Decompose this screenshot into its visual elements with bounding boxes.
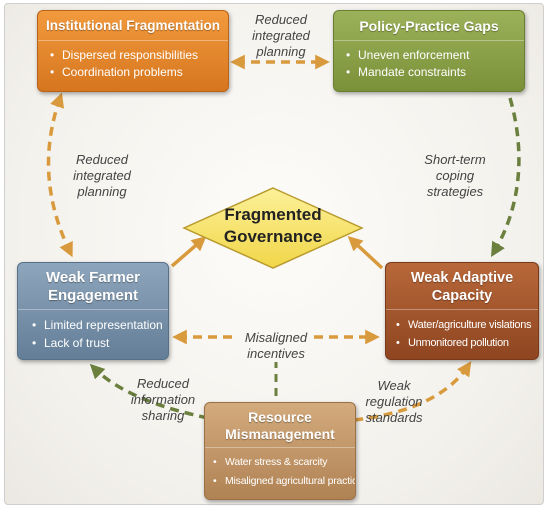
label-line: planning	[256, 44, 306, 59]
weak-adaptive-capacity-box: Weak Adaptive Capacity Water/agriculture…	[385, 262, 539, 360]
box-title: Weak Farmer Engagement	[18, 263, 168, 310]
label-line: Reduced	[136, 376, 190, 391]
label-line: Short-term	[424, 152, 486, 167]
box-item-list: Water stress & scarcity Misaligned agric…	[205, 448, 355, 491]
label-top-connector: Reduced integrated planning	[236, 12, 326, 60]
label-line: incentives	[247, 346, 305, 361]
list-item: Limited representation	[32, 316, 168, 334]
box-title: Institutional Fragmentation	[38, 11, 228, 41]
weak-farmer-engagement-box: Weak Farmer Engagement Limited represent…	[17, 262, 169, 360]
list-item: Unmonitored pollution	[396, 334, 538, 352]
label-line: Misaligned	[244, 330, 308, 345]
label-left-connector: Reduced integrated planning	[62, 152, 142, 200]
arrow-farmer-center	[170, 236, 207, 268]
arrow-resource-farmer	[89, 363, 209, 420]
label-line: integrated	[252, 28, 310, 43]
title-line: Weak Farmer	[46, 269, 140, 286]
arrow-resource-adaptive	[353, 361, 472, 422]
label-line: Reduced	[75, 152, 129, 167]
list-item: Lack of trust	[32, 334, 168, 352]
list-item: Coordination problems	[50, 64, 228, 81]
label-bottom-right-connector: Weak regulation standards	[346, 378, 442, 426]
box-item-list: Uneven enforcement Mandate constraints	[334, 41, 524, 81]
institutional-fragmentation-box: Institutional Fragmentation Dispersed re…	[37, 10, 229, 92]
box-title: Weak Adaptive Capacity	[386, 263, 538, 310]
label-line: coping	[435, 168, 475, 183]
list-item: Mandate constraints	[346, 64, 524, 81]
list-item: Dispersed responsibilities	[50, 47, 228, 64]
list-item: Water/agriculture vislations	[396, 316, 538, 334]
title-line: Weak Adaptive	[410, 270, 514, 286]
list-item: Misaligned agricultural practices	[213, 472, 355, 491]
list-item: Uneven enforcement	[346, 47, 524, 64]
fragmented-governance-node: Fragmented Governance	[182, 186, 364, 270]
label-line: sharing	[141, 408, 185, 423]
center-title: Fragmented Governance	[182, 204, 364, 248]
diamond-shape	[182, 187, 364, 269]
arrow-institutional-farmer	[46, 92, 73, 258]
label-line: Weak	[377, 378, 411, 393]
policy-practice-gaps-box: Policy-Practice Gaps Uneven enforcement …	[333, 10, 525, 92]
title-line: Capacity	[431, 288, 493, 304]
label-line: strategies	[426, 184, 484, 199]
label-middle-connector: Misaligned incentives	[230, 330, 322, 362]
label-line: regulation	[365, 394, 423, 409]
box-title: Policy-Practice Gaps	[334, 11, 524, 41]
label-line: information	[130, 392, 196, 407]
title-line: Engagement	[47, 287, 138, 304]
label-line: integrated	[73, 168, 131, 183]
title-line: Fragmented	[224, 205, 322, 224]
resource-mismanagement-box: Resource Mismanagement Water stress & sc…	[204, 402, 356, 500]
title-line: Governance	[223, 227, 323, 246]
box-item-list: Limited representation Lack of trust	[18, 310, 168, 352]
box-item-list: Water/agriculture vislations Unmonitored…	[386, 310, 538, 352]
arrow-adaptive-center	[347, 235, 384, 270]
label-bottom-left-connector: Reduced information sharing	[120, 376, 206, 424]
label-line: Reduced	[254, 12, 308, 27]
box-title: Resource Mismanagement	[205, 403, 355, 448]
label-line: standards	[365, 410, 423, 425]
list-item: Water stress & scarcity	[213, 453, 355, 472]
title-line: Resource	[248, 409, 312, 425]
arrow-policy-adaptive	[490, 97, 521, 258]
label-line: planning	[77, 184, 127, 199]
title-line: Mismanagement	[225, 426, 335, 442]
label-right-connector: Short-term coping strategies	[410, 152, 500, 200]
box-item-list: Dispersed responsibilities Coordination …	[38, 41, 228, 81]
